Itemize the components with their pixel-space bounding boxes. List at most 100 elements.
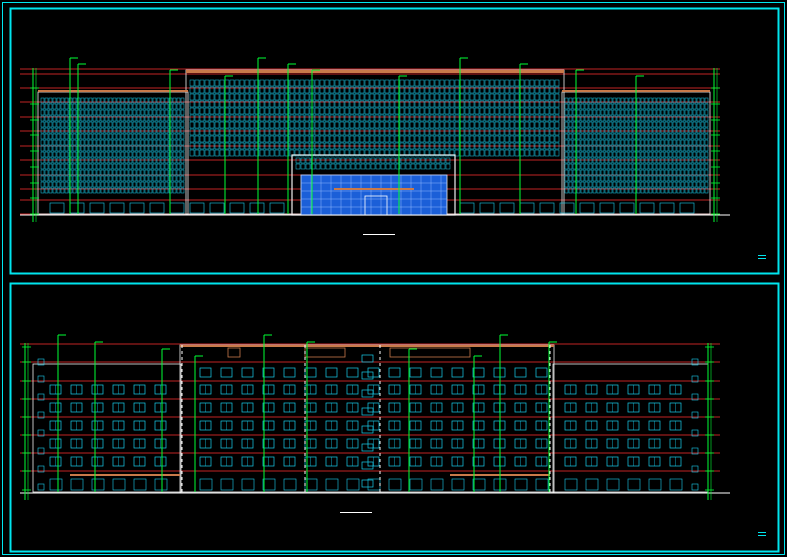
- window: [92, 127, 97, 134]
- window: [204, 79, 210, 87]
- window: [684, 127, 689, 134]
- window: [44, 139, 49, 146]
- window: [262, 367, 275, 378]
- window: [80, 133, 85, 140]
- window: [164, 127, 169, 134]
- window: [399, 100, 405, 108]
- side-window: [691, 465, 699, 473]
- window: [539, 79, 545, 87]
- window: [509, 142, 515, 150]
- window: [359, 100, 365, 108]
- window: [124, 157, 129, 164]
- window: [636, 115, 641, 122]
- window: [576, 103, 581, 110]
- window: [176, 115, 181, 122]
- window: [584, 169, 589, 176]
- window: [279, 93, 285, 101]
- window: [344, 100, 350, 108]
- window: [509, 79, 515, 87]
- window: [339, 107, 345, 115]
- window: [704, 109, 709, 116]
- window: [116, 121, 121, 128]
- window: [369, 100, 375, 108]
- window: [96, 151, 101, 158]
- window: [636, 109, 641, 116]
- window: [524, 86, 530, 94]
- side-window: [37, 465, 45, 473]
- window: [128, 133, 133, 140]
- window: [596, 115, 601, 122]
- window: [474, 128, 480, 136]
- window: [584, 121, 589, 128]
- window: [692, 145, 697, 152]
- window: [80, 187, 85, 194]
- window: [688, 163, 693, 170]
- window: [80, 109, 85, 116]
- window: [100, 145, 105, 152]
- window: [484, 114, 490, 122]
- window: [100, 181, 105, 188]
- window: [269, 93, 275, 101]
- window: [104, 181, 109, 188]
- window: [40, 145, 45, 152]
- window: [616, 145, 621, 152]
- window: [700, 169, 705, 176]
- window: [608, 121, 613, 128]
- window: [564, 157, 569, 164]
- window: [656, 151, 661, 158]
- window: [48, 181, 53, 188]
- window: [104, 103, 109, 110]
- window: [564, 121, 569, 128]
- window: [596, 109, 601, 116]
- window: [656, 169, 661, 176]
- window: [374, 79, 380, 87]
- window: [284, 128, 290, 136]
- window: [340, 157, 346, 164]
- window: [124, 121, 129, 128]
- window: [140, 127, 145, 134]
- window: [672, 109, 677, 116]
- window: [72, 121, 77, 128]
- window: [444, 93, 450, 101]
- window: [616, 103, 621, 110]
- window: [439, 121, 445, 129]
- window: [354, 128, 360, 136]
- window: [676, 175, 681, 182]
- window: [529, 135, 535, 143]
- window: [700, 145, 705, 152]
- window: [424, 93, 430, 101]
- window: [259, 121, 265, 129]
- window: [648, 139, 653, 146]
- window: [604, 97, 609, 104]
- window: [112, 163, 117, 170]
- window: [324, 128, 330, 136]
- window: [300, 163, 306, 170]
- window: [52, 97, 57, 104]
- window: [48, 145, 53, 152]
- window: [124, 187, 129, 194]
- ground-window: [409, 478, 423, 491]
- window: [264, 79, 270, 87]
- window: [84, 157, 89, 164]
- window: [132, 97, 137, 104]
- window: [620, 115, 625, 122]
- window: [534, 149, 540, 157]
- window: [324, 135, 330, 143]
- window: [339, 86, 345, 94]
- window: [259, 149, 265, 157]
- window: [648, 127, 653, 134]
- window: [600, 103, 605, 110]
- window: [360, 157, 366, 164]
- window: [414, 100, 420, 108]
- side-window: [37, 447, 45, 455]
- window: [580, 175, 585, 182]
- window: [628, 97, 633, 104]
- window: [419, 107, 425, 115]
- window: [668, 187, 673, 194]
- window: [274, 86, 280, 94]
- window: [620, 103, 625, 110]
- window: [172, 181, 177, 188]
- stair-window: [361, 371, 374, 380]
- window: [539, 93, 545, 101]
- window: [524, 121, 530, 129]
